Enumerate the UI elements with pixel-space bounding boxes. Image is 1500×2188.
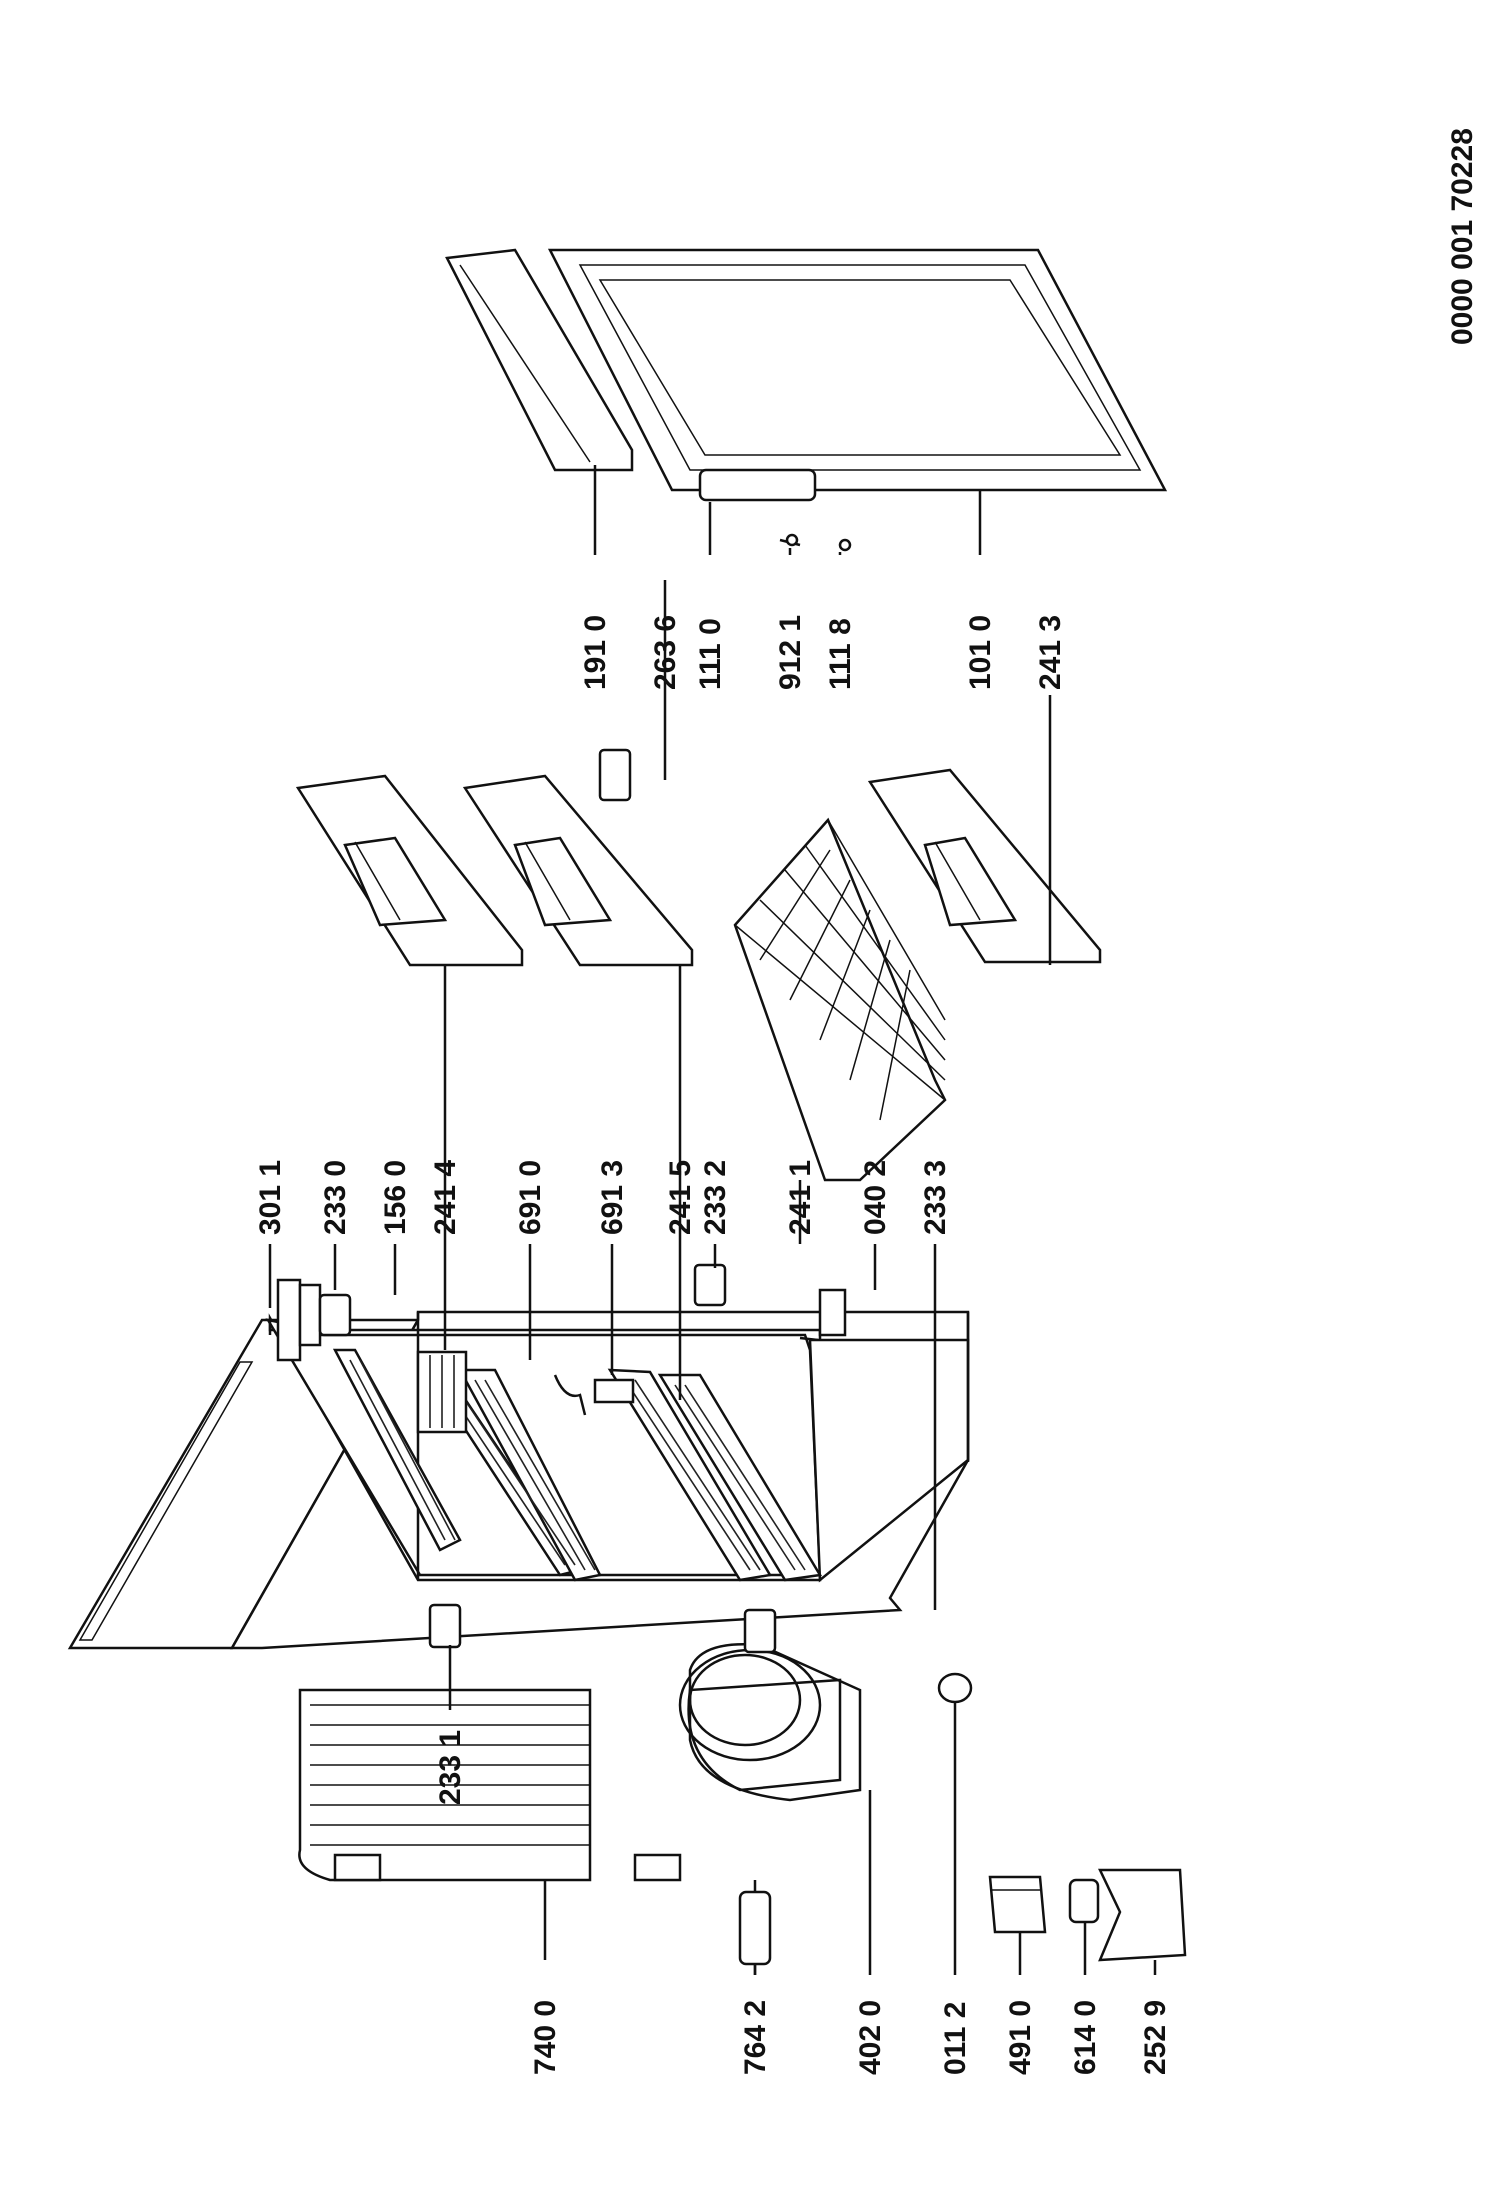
freezer-cabinet [67,1278,970,1802]
label-691-3: 691 3 [596,1160,629,1235]
label-491-0: 491 0 [1004,2000,1037,2075]
label-764-2: 764 2 [739,2000,772,2075]
label-233-1: 233 1 [434,1730,467,1805]
label-156-0: 156 0 [379,1160,412,1235]
freezer-door [547,248,1168,492]
leader-lines [268,465,1157,1975]
adjustable-foot [937,1672,973,1704]
evaporator-shelf-4 [657,1373,823,1582]
label-241-4: 241 4 [429,1160,462,1235]
wire-basket [733,817,947,1182]
thermostat-691-0 [553,1374,587,1416]
clip-111-8 [838,538,852,552]
door-stop-part [1098,1868,1187,1962]
label-111-8: 111 8 [824,618,857,690]
door-hinge-263-6 [598,748,632,802]
label-011-2: 011 2 [939,2002,972,2075]
drawer-cover-241-3 [867,768,1102,964]
label-040-2: 040 2 [859,1160,892,1235]
label-101-0: 101 0 [964,615,997,690]
label-241-5: 241 5 [664,1160,697,1235]
screw-912-1 [779,533,801,547]
label-252-9: 252 9 [1139,2000,1172,2075]
drawer-cover-241-5 [462,774,694,967]
label-233-0: 233 0 [319,1160,352,1235]
evaporator-shelf-3 [607,1368,773,1582]
document-code: 0000 001 70228 [1446,128,1479,345]
top-vent-grille [78,1361,254,1641]
thermostat-knob [1068,1878,1100,1924]
filter-drier [738,1880,772,1975]
lamp-holder-691-3 [593,1378,635,1404]
label-912-1: 912 1 [774,615,807,690]
label-191-0: 191 0 [579,615,612,690]
label-402-0: 402 0 [854,2000,887,2075]
compressor [678,1648,842,1792]
hinge-233-1 [428,1603,462,1649]
label-233-3: 233 3 [919,1160,952,1235]
drawer-cover-241-4 [295,774,524,967]
relay-part [988,1875,1047,1934]
hinge-040-2 [818,1288,847,1337]
ice-tray [416,1350,468,1434]
door-trim-strip [445,248,634,472]
label-241-3: 241 3 [1034,615,1067,690]
hinge-233-2 [693,1263,727,1307]
label-233-2: 233 2 [699,1160,732,1235]
label-301-1: 301 1 [254,1160,287,1235]
label-614-0: 614 0 [1069,2000,1102,2075]
label-691-0: 691 0 [514,1160,547,1235]
condenser [298,1688,682,1882]
hinge-233-3 [743,1608,777,1654]
door-handle [698,468,817,502]
label-263-6: 263 6 [649,615,682,690]
part-labels: 301 1 233 0 156 0 241 4 691 0 691 3 241 … [254,615,1172,2075]
label-111-0: 111 0 [694,618,727,690]
label-241-1: 241 1 [784,1160,817,1235]
control-panel [276,1278,322,1362]
label-740-0: 740 0 [529,2000,562,2075]
hinge-233-0 [318,1293,352,1337]
